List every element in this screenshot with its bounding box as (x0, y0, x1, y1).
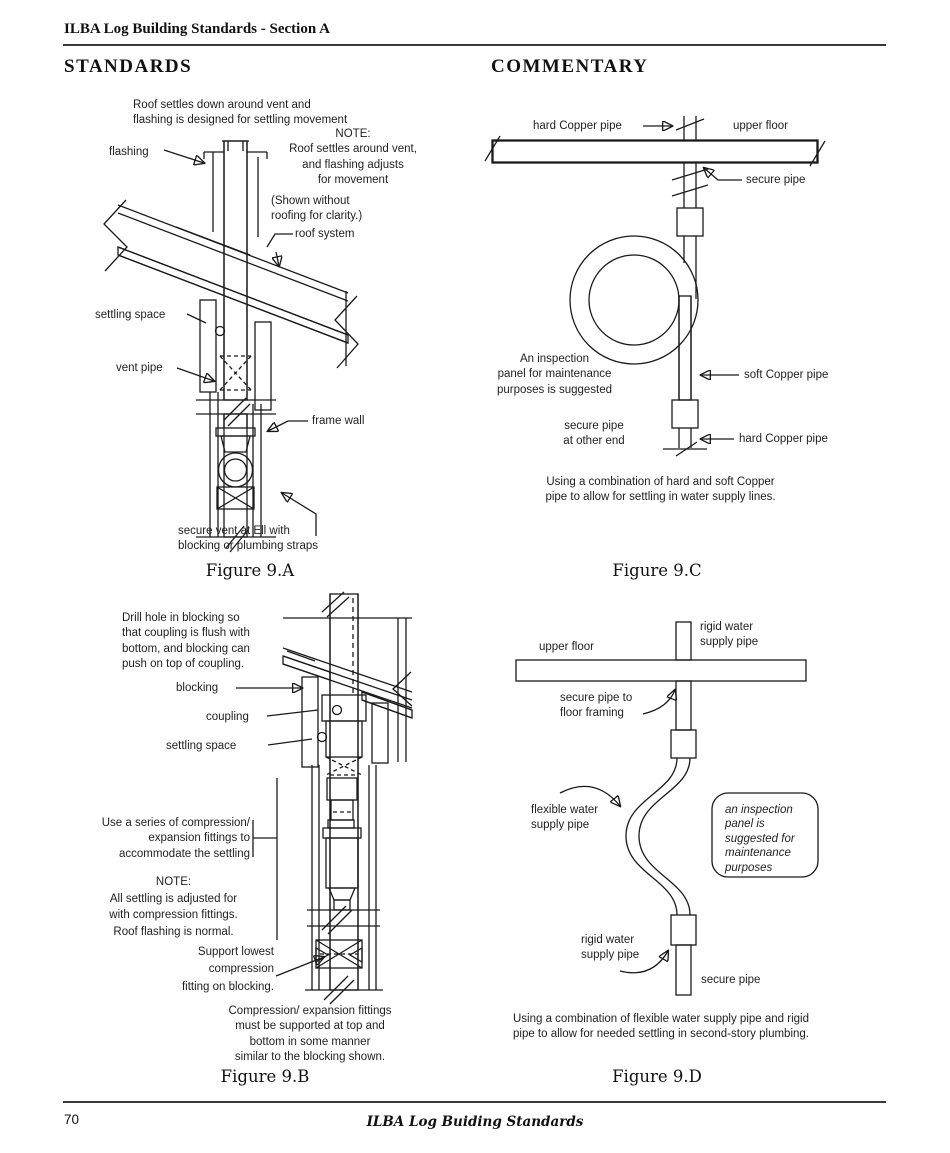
pipe-loop (569, 235, 699, 365)
fig-d-description: Using a combination of flexible water su… (513, 1013, 809, 1041)
header-rule (63, 44, 886, 46)
footer-title: ILBA Log Buiding Standards (366, 1114, 584, 1130)
fig-c-label-hard-copper-top: hard Copper pipe (533, 120, 622, 132)
figure-b-drawing (236, 591, 413, 1005)
fig-d-label-rigid-bottom: rigid water supply pipe (581, 934, 640, 962)
fig-c-caption: Figure 9.C (612, 561, 702, 580)
figure-c-drawing (484, 116, 826, 457)
upper-floor-band (491, 139, 819, 164)
fig-a-label-vent-pipe: vent pipe (116, 362, 163, 374)
fig-c-inspection-note: An inspection panel for maintenance purp… (496, 353, 613, 396)
settling-space-dot-b (316, 731, 328, 743)
figure-a-drawing (103, 140, 359, 553)
header-title: ILBA Log Building Standards - Section A (64, 21, 330, 37)
fig-c-description: Using a combination of hard and soft Cop… (545, 476, 776, 504)
figure-d-drawing (515, 621, 819, 996)
fig-d-label-secure-pipe: secure pipe (701, 974, 761, 986)
fig-b-label-settling-space: settling space (166, 740, 237, 752)
fig-a-label-frame-wall: frame wall (312, 415, 365, 427)
fig-c-label-upper-floor: upper floor (733, 120, 788, 132)
fig-b-label-coupling: coupling (206, 711, 249, 723)
footer-rule (63, 1101, 886, 1103)
fig-a-label-settling-space: settling space (95, 309, 166, 321)
fig-d-caption: Figure 9.D (612, 1067, 702, 1086)
footer-page-number: 70 (64, 1112, 80, 1127)
upper-floor-band-d (515, 659, 807, 682)
fig-a-shown-without: (Shown without roofing for clarity.) (271, 195, 363, 223)
fig-a-caption: Figure 9.A (205, 561, 295, 580)
fig-d-label-rigid-top: rigid water supply pipe (700, 621, 759, 649)
fig-a-label-flashing: flashing (109, 146, 149, 158)
inspection-panel-box (711, 792, 819, 878)
fig-a-top-note: Roof settles down around vent and flashi… (133, 99, 348, 127)
fig-a-label-roof-system: roof system (295, 228, 355, 240)
coupling-dot (331, 704, 343, 716)
fig-c-label-secure-other: secure pipe at other end (563, 420, 625, 448)
fig-c-label-hard-copper-bottom: hard Copper pipe (739, 433, 828, 445)
fig-b-compression-note: Compression/ expansion fittings must be … (228, 1005, 392, 1064)
standards-heading: STANDARDS (64, 56, 193, 77)
fig-d-label-flexible: flexible water supply pipe (531, 804, 599, 832)
fig-b-support-note: Support lowest compression fitting on bl… (181, 946, 274, 993)
fig-b-note: NOTE: All settling is adjusted for with … (109, 876, 238, 939)
fig-c-label-soft-copper: soft Copper pipe (744, 369, 829, 381)
flexible-pipe (625, 757, 678, 916)
fig-d-label-secure-floor: secure pipe to floor framing (560, 692, 633, 720)
fig-d-inspection-box-text: an inspection panel is suggested for mai… (725, 804, 795, 874)
fig-a-note: NOTE: Roof settles around vent, and flas… (289, 128, 417, 187)
fig-b-use-series-note: Use a series of compression/ expansion f… (101, 817, 250, 860)
fig-b-label-blocking: blocking (176, 682, 219, 694)
fig-b-caption: Figure 9.B (220, 1067, 310, 1086)
fig-d-label-upper-floor: upper floor (539, 641, 594, 653)
fig-b-drill-note: Drill hole in blocking so that coupling … (122, 612, 250, 671)
settling-space-dot (214, 325, 226, 337)
commentary-heading: COMMENTARY (491, 56, 649, 77)
fig-c-label-secure-pipe: secure pipe (746, 174, 806, 186)
fig-a-label-secure-vent: secure vent at Ell with blocking or plum… (178, 525, 318, 553)
